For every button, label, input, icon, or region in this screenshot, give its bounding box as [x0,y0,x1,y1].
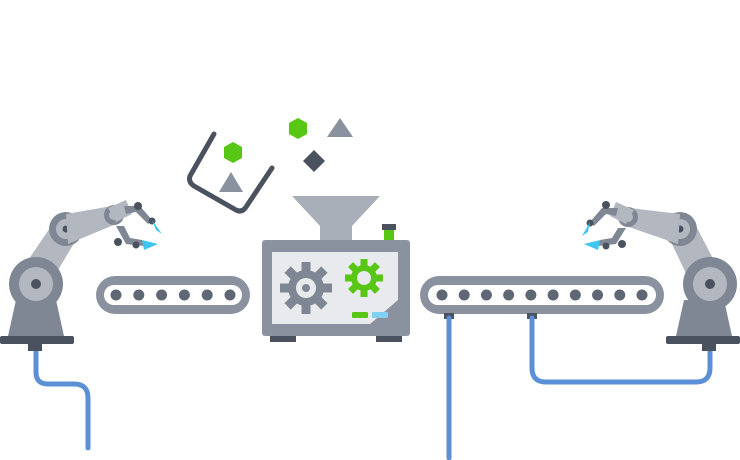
conveyor-roller [156,289,168,301]
conveyor-roller [592,289,604,301]
left-conveyor-belt [96,276,250,314]
conveyor-roller [525,289,537,301]
left-robotic-arm [0,200,162,351]
conveyor-roller [458,289,470,301]
blue-indicator-light [372,312,388,318]
gear-tooth [301,302,311,314]
gear-tooth [301,262,311,274]
conveyor-roller [436,289,448,301]
conveyor-roller [547,289,559,301]
conveyor-roller [480,289,492,301]
gray-triangle-icon [219,172,243,192]
conveyor-roller [201,289,213,301]
factory-machine [262,196,410,342]
conveyor-roller [110,289,122,301]
green-hexagon-icon [289,118,307,139]
right-conveyor-belt [420,276,664,319]
left-arm-cable [33,342,91,451]
conveyor-roller [503,289,515,301]
conveyor-roller [224,289,236,301]
conveyor-roller [133,289,145,301]
green-gear-icon [345,259,383,297]
right-robotic-arm [582,201,740,351]
gear-tooth [360,288,368,297]
conveyor-roller [178,289,190,301]
basket-icon [187,131,275,214]
conveyor-to-arm-cable [529,315,713,385]
gray-gear-icon [280,262,332,314]
hopper-funnel-icon [292,196,380,242]
green-hexagon-icon [224,142,242,163]
conveyor-roller [614,289,626,301]
conveyor-roller [636,289,648,301]
gear-tooth [360,259,368,268]
gray-triangle-icon [327,118,353,137]
dark-diamond-icon [303,150,325,172]
conveyor-roller [569,289,581,301]
green-indicator-light [352,312,368,318]
